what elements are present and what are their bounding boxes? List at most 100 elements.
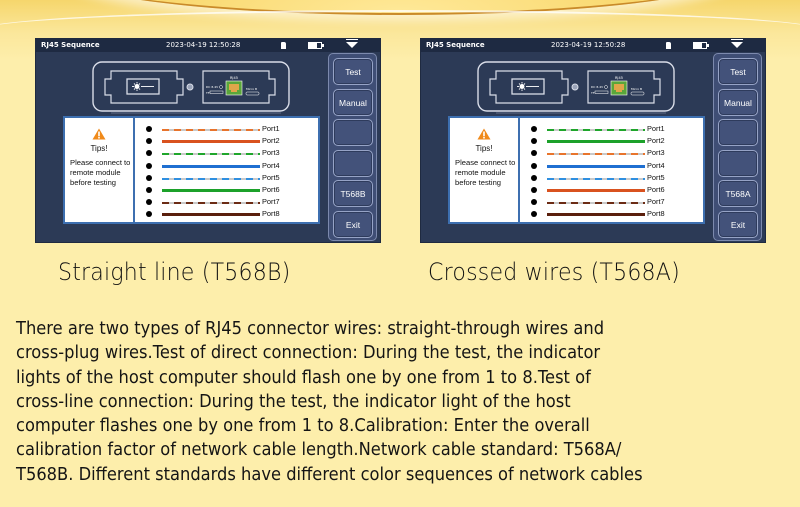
port-label: Port2: [647, 136, 665, 146]
port-label: Port5: [262, 172, 280, 182]
light-icon-box: [511, 78, 545, 95]
port-row: Port2: [522, 135, 703, 147]
port-indicator-dot: [146, 138, 152, 145]
port-label: Port8: [647, 209, 665, 219]
port-indicator-dot: [146, 174, 152, 181]
datetime: 2023-04-19 12:50:28: [551, 41, 626, 49]
port-indicator-dot: [531, 211, 537, 218]
decorative-sweep: [0, 10, 800, 50]
port-indicator-dot: [146, 187, 152, 193]
port-label: Port5: [647, 172, 665, 182]
rj45-label: RJ45: [615, 76, 623, 80]
port-label: Port6: [647, 185, 665, 194]
blank-button-1[interactable]: [333, 119, 373, 146]
sd-card-icon: [666, 42, 671, 49]
tips-title: Tips!: [90, 144, 108, 153]
standard-toggle-button[interactable]: T568A: [718, 180, 758, 207]
port-indicator-dot: [146, 199, 152, 206]
blank-button-2[interactable]: [333, 149, 373, 177]
warning-icon: [92, 128, 106, 140]
port-label: Port7: [262, 197, 280, 207]
port-label: Port6: [262, 185, 280, 194]
wire-color-line: [547, 189, 645, 192]
wire-color-line: [547, 164, 645, 168]
port-label: Port4: [262, 160, 280, 170]
led-indicator: [571, 83, 579, 91]
test-button[interactable]: Test: [718, 58, 758, 85]
wire-color-line: [547, 140, 645, 144]
sun-icon: [517, 82, 539, 91]
port-row: Port7: [522, 196, 703, 208]
warning-icon: [477, 128, 491, 140]
port-row: Port5: [522, 172, 703, 184]
wire-color-line: [547, 153, 645, 156]
port-label: Port2: [262, 136, 280, 146]
description-text: There are two types of RJ45 connector wi…: [16, 317, 740, 487]
wire-color-line: [162, 153, 260, 156]
tips-box: Tips!Please connect to remote module bef…: [450, 118, 520, 222]
caption-crossed-wires: Crossed wires (T568A): [428, 258, 680, 286]
standard-toggle-button[interactable]: T568B: [333, 180, 373, 207]
port-row: Port6: [137, 184, 318, 196]
light-icon-box: [126, 78, 160, 95]
screen-title: RJ45 Sequence: [41, 41, 100, 49]
wire-color-line: [162, 189, 260, 192]
wire-color-line: [162, 129, 260, 131]
sun-icon: [132, 82, 154, 91]
port-indicator-dot: [531, 150, 537, 157]
description-line: cross-line connection: During the test, …: [16, 390, 571, 412]
port-indicator-dot: [531, 162, 537, 169]
port-label: Port1: [262, 124, 280, 133]
wire-sequence-panel: Tips!Please connect to remote module bef…: [448, 116, 705, 224]
wire-color-line: [162, 164, 260, 168]
menu-arrow-icon[interactable]: [346, 39, 358, 48]
port-indicator-dot: [146, 150, 152, 157]
exit-button[interactable]: Exit: [333, 210, 373, 238]
led-indicator: [186, 83, 194, 91]
port-label: Port4: [647, 160, 665, 170]
port-indicator-dot: [531, 126, 537, 132]
battery-icon: [693, 42, 709, 49]
tips-message: Please connect to remote module before t…: [455, 158, 516, 187]
exit-button[interactable]: Exit: [718, 210, 758, 238]
blank-button-1[interactable]: [718, 119, 758, 146]
wire-color-line: [162, 213, 260, 217]
description-line: computer flashes one by one from 1 to 8.…: [16, 415, 590, 437]
wire-sequence-panel: Tips! Please connect to remote module bef…: [63, 116, 320, 224]
wire-color-line: [162, 177, 260, 180]
manual-button[interactable]: Manual: [718, 88, 758, 116]
port-row: Port1: [137, 123, 318, 135]
rj45-label: RJ45: [230, 76, 238, 80]
port-indicator-dot: [146, 126, 152, 132]
port-indicator-dot: [531, 199, 537, 206]
port-indicator-dot: [146, 211, 152, 218]
menu-arrow-icon[interactable]: [731, 39, 743, 48]
wire-color-line: [547, 129, 645, 131]
port-row: Port3: [137, 147, 318, 159]
port-row: Port3: [522, 147, 703, 159]
tf-label: TF: [205, 91, 210, 95]
port-row: Port4: [137, 160, 318, 172]
port-row: Port4: [522, 160, 703, 172]
description-line: cross-plug wires.Test of direct connecti…: [16, 342, 601, 364]
port-row: Port2: [137, 135, 318, 147]
description-line: calibration factor of network cable leng…: [16, 439, 622, 461]
blank-button-2[interactable]: [718, 149, 758, 177]
wire-color-line: [547, 177, 645, 180]
usb-label: Micro B: [246, 87, 257, 91]
port-indicator-dot: [531, 174, 537, 181]
tips-message: Please connect to remote module before t…: [70, 158, 131, 187]
manual-button[interactable]: Manual: [333, 88, 373, 116]
port-indicator-dot: [146, 162, 152, 169]
test-button[interactable]: Test: [333, 58, 373, 85]
port-label: Port3: [262, 148, 280, 158]
